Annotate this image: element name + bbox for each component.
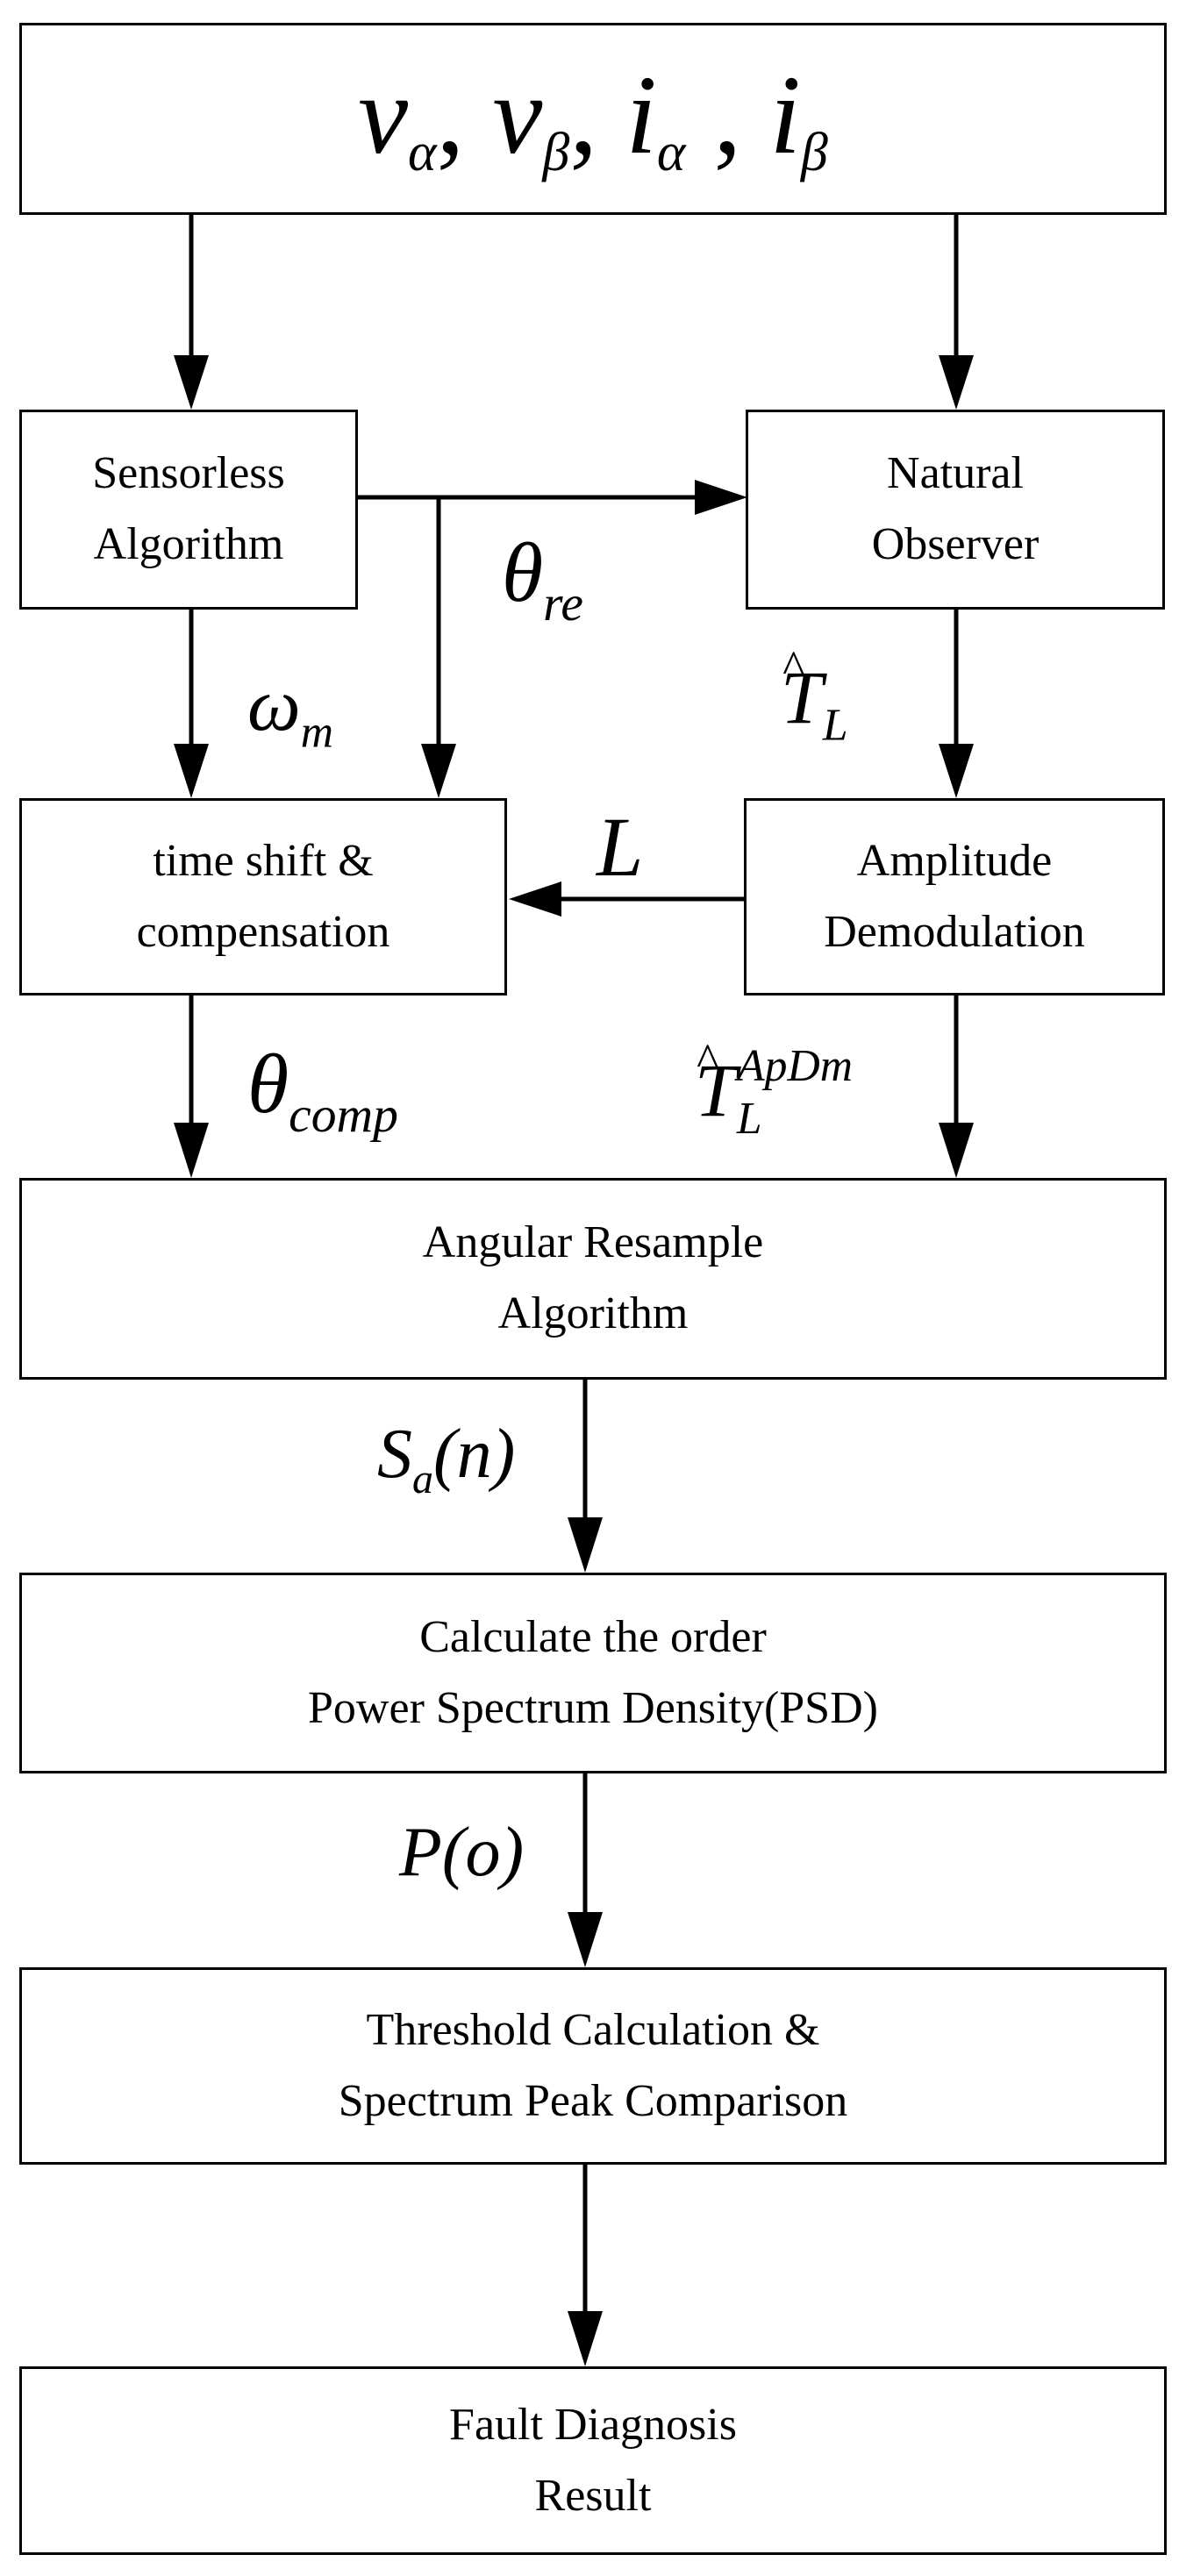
arrowhead bbox=[939, 1123, 974, 1178]
input-signals-box: vα, vβ, iα , iβ bbox=[19, 23, 1167, 215]
box-label-line: Threshold Calculation & bbox=[366, 2004, 820, 2055]
arrowhead bbox=[509, 881, 561, 917]
box-label-line: Algorithm bbox=[497, 1288, 689, 1338]
arrowhead bbox=[568, 1912, 603, 1967]
torque-apdm-label: TLApDm bbox=[695, 1037, 853, 1141]
arrowhead bbox=[695, 480, 747, 515]
box-label-line: Calculate the order bbox=[419, 1611, 767, 1662]
arrowhead bbox=[568, 1517, 603, 1573]
box-label-line: compensation bbox=[136, 906, 390, 957]
arrowhead bbox=[174, 1123, 209, 1178]
box-label-line: time shift & bbox=[153, 835, 374, 886]
arrowhead bbox=[174, 744, 209, 798]
box-label-line: Power Spectrum Density(PSD) bbox=[308, 1682, 878, 1733]
omega-m-label: ωm bbox=[247, 662, 333, 758]
fault-diagnosis-box: Fault Diagnosis Result bbox=[19, 2366, 1167, 2555]
box-label-line: Result bbox=[534, 2470, 652, 2521]
box-label-line: Algorithm bbox=[93, 519, 284, 569]
angular-resample-box: Angular Resample Algorithm bbox=[19, 1178, 1167, 1380]
box-label-line: Natural bbox=[887, 448, 1024, 499]
amplitude-demodulation-box: Amplitude Demodulation bbox=[744, 798, 1165, 995]
box-label-line: Angular Resample bbox=[422, 1217, 764, 1268]
sensorless-algorithm-box: Sensorless Algorithm bbox=[19, 410, 358, 610]
arrowhead bbox=[939, 355, 974, 410]
time-shift-compensation-box: time shift & compensation bbox=[19, 798, 507, 995]
box-label-line: Amplitude bbox=[856, 835, 1053, 886]
box-label-line: Sensorless bbox=[92, 448, 285, 499]
l-label: L bbox=[597, 800, 644, 894]
box-label-line: Observer bbox=[871, 519, 1040, 569]
theta-re-label: θre bbox=[502, 525, 583, 632]
arrowhead bbox=[174, 355, 209, 410]
input-signals: vα, vβ, iα , iβ bbox=[358, 52, 828, 182]
calculate-psd-box: Calculate the order Power Spectrum Densi… bbox=[19, 1573, 1167, 1773]
box-label-line: Fault Diagnosis bbox=[449, 2399, 737, 2450]
box-label-line: Demodulation bbox=[824, 906, 1085, 957]
torque-estimate-label: TL bbox=[781, 644, 848, 748]
box-label-line: Spectrum Peak Comparison bbox=[338, 2075, 848, 2126]
threshold-comparison-box: Threshold Calculation & Spectrum Peak Co… bbox=[19, 1967, 1167, 2165]
sa-n-label: Sa(n) bbox=[377, 1416, 516, 1503]
arrowhead bbox=[939, 744, 974, 798]
arrowhead bbox=[421, 744, 456, 798]
natural-observer-box: Natural Observer bbox=[746, 410, 1165, 610]
p-o-label: P(o) bbox=[399, 1814, 525, 1891]
theta-comp-label: θcomp bbox=[247, 1037, 398, 1143]
arrowhead bbox=[568, 2311, 603, 2366]
